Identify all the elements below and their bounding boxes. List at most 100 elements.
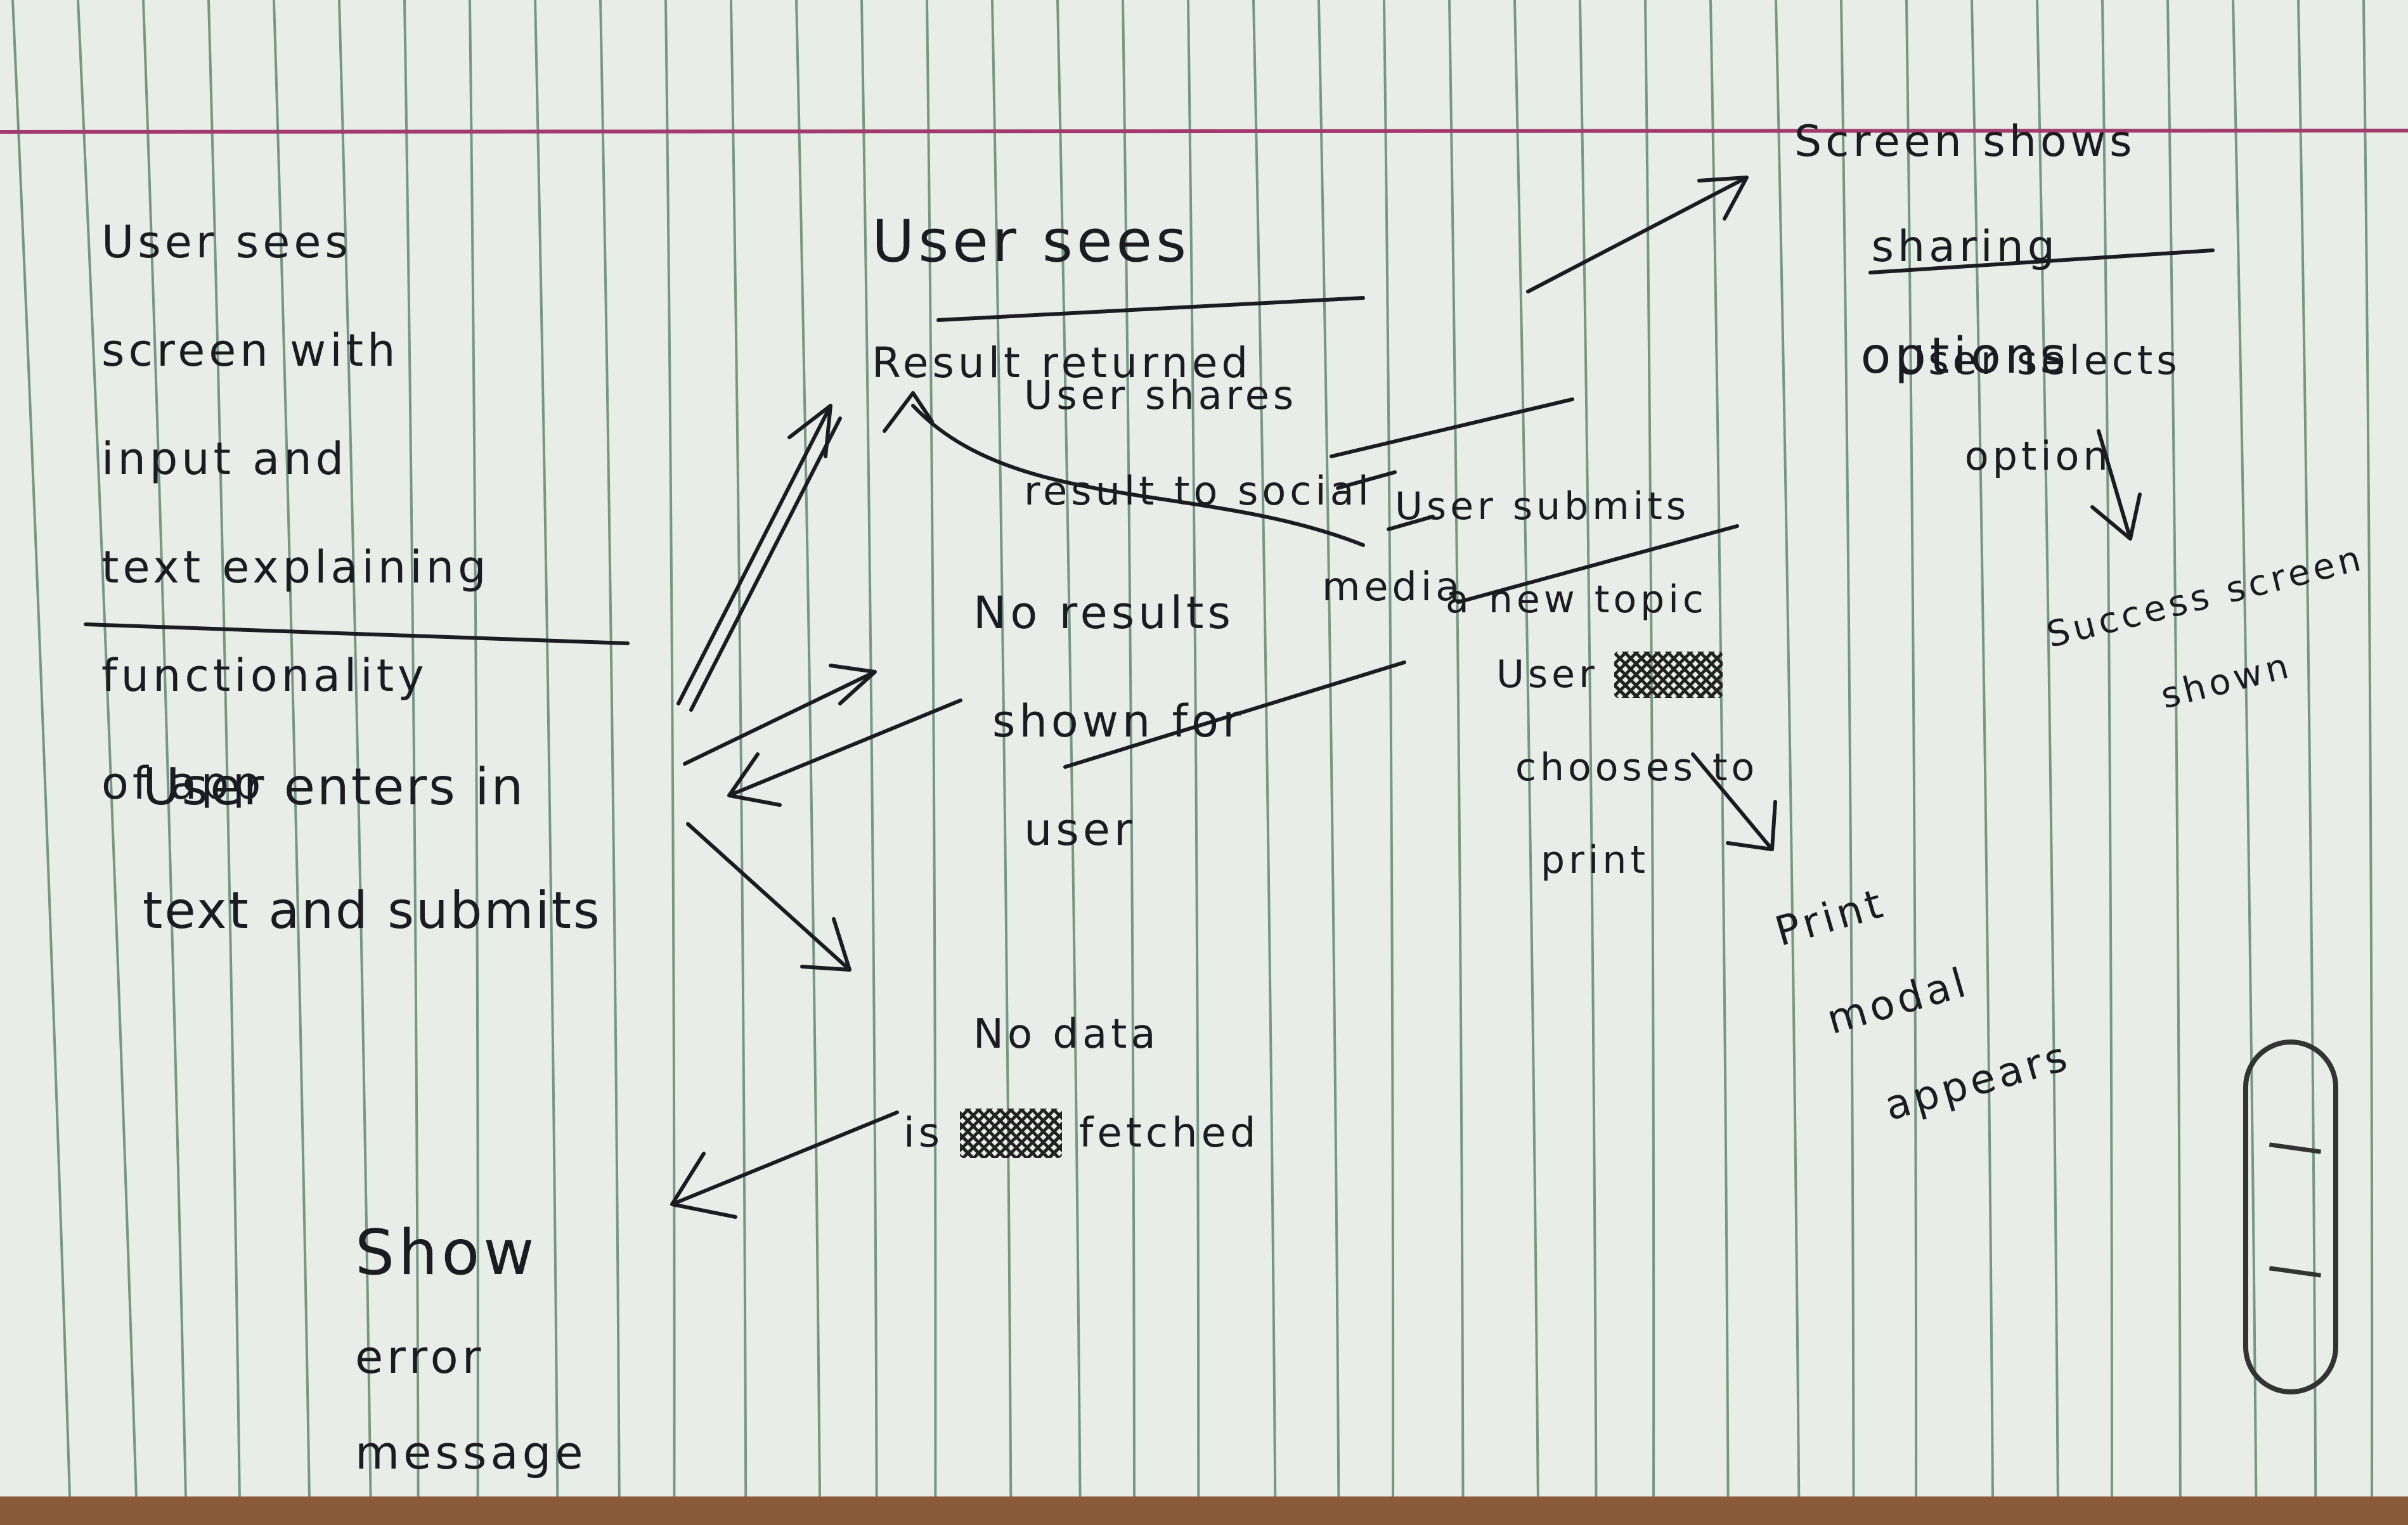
note-line: chooses to: [1515, 745, 1759, 790]
paper-rule: [2297, 0, 2317, 1496]
arrow-back-from-no-results: [727, 698, 962, 807]
note-line: option: [1964, 432, 2112, 479]
note-line: a new topic: [1446, 577, 1707, 622]
arrow-to-error: [670, 1110, 899, 1219]
arrow-to-no-results: [683, 664, 877, 766]
paper-rule: [1513, 0, 1539, 1496]
paper-rule: [2101, 0, 2113, 1496]
note-line: media: [1322, 563, 1464, 610]
paper-rule: [664, 0, 676, 1496]
note-line: of app: [101, 757, 265, 810]
note-sharing-options: Screen shows sharing options: [1794, 63, 2136, 439]
paper-rule: [730, 0, 748, 1496]
dash-4: [1456, 524, 1739, 604]
divider-result: [936, 296, 1365, 322]
note-line: User sees: [872, 207, 1191, 276]
arrow-to-success: [2090, 429, 2142, 541]
paper-rule: [1383, 0, 1395, 1496]
dash-2: [1336, 470, 1397, 490]
note-line: Result returned: [872, 338, 1252, 387]
paper-rules: [11, 0, 2374, 1496]
note-line: sharing: [1871, 221, 2059, 272]
paper-rule: [2166, 0, 2182, 1496]
paper-rule: [1971, 0, 1995, 1496]
note-word: fetched: [1078, 1110, 1260, 1157]
margin-line: [0, 129, 2408, 134]
note-line: input and: [101, 432, 348, 485]
note-word: is: [903, 1110, 944, 1157]
divider-sharing: [1868, 248, 2215, 274]
paper-rule: [2362, 0, 2374, 1496]
arrows-layer: [84, 176, 2215, 1219]
note-start-screen: User sees screen with input and text exp…: [101, 162, 490, 865]
arrow-to-result-2: [689, 416, 842, 712]
divider-start: [84, 622, 630, 645]
paper-rule: [534, 0, 559, 1496]
note-no-results: No results shown for user: [973, 532, 1245, 911]
paper-rule: [77, 0, 138, 1496]
note-line: print: [1541, 837, 1649, 882]
note-line: options: [1860, 327, 2069, 385]
note-user-enters-text: User enters in text and submits: [143, 694, 602, 1003]
note-line: functionality: [101, 649, 428, 702]
paper-rule: [273, 0, 311, 1496]
paper-rule: [469, 0, 479, 1496]
arrow-to-no-data: [686, 822, 851, 972]
paper-rule: [1579, 0, 1598, 1496]
paper-rule: [1709, 0, 1730, 1496]
paper-rule: [2036, 0, 2059, 1496]
note-line: Screen shows: [1794, 116, 2136, 167]
paper-rule: [1775, 0, 1801, 1496]
paper-rule: [1187, 0, 1200, 1496]
paper-rule: [599, 0, 621, 1496]
paper-rule: [338, 0, 372, 1496]
paper-rule: [11, 0, 71, 1496]
note-line: Show: [355, 1216, 538, 1289]
note-line: User enters in: [143, 757, 526, 816]
paper-rule: [1905, 0, 1918, 1496]
note-line: User print: [1496, 652, 1758, 698]
note-line: appears: [1879, 1033, 2076, 1131]
paper-rule: [1840, 0, 1855, 1496]
note-line: User selects: [1896, 337, 2181, 383]
note-line: shown for: [992, 695, 1245, 748]
arrow-share-curve: [883, 391, 1365, 547]
note-show-error: Show error message: [355, 1173, 587, 1525]
dash-3: [1387, 515, 1435, 531]
arrow-to-sharing: [1526, 176, 1749, 293]
note-user-submits-new-topic: User submits a new topic: [1395, 437, 1707, 669]
paper-rule: [795, 0, 821, 1496]
note-user-shares: User shares result to social media: [1024, 323, 1463, 659]
note-line: No data: [973, 1011, 1160, 1058]
paper-rule: [860, 0, 878, 1496]
note-result-returned: User sees Result returned: [872, 146, 1252, 449]
note-line: modal: [1822, 958, 1975, 1045]
paper-rule: [1317, 0, 1340, 1496]
scrollbar-tick: [2269, 1266, 2322, 1278]
note-line: screen with: [101, 325, 399, 377]
paper-rule: [991, 0, 1013, 1496]
arrow-to-print-modal: [1691, 752, 1777, 851]
note-line: error: [355, 1330, 485, 1384]
dash-1: [1330, 397, 1574, 458]
note-word: User: [1496, 652, 1598, 697]
note-line: is able fetched: [903, 1109, 1260, 1159]
paper-rule: [1056, 0, 1082, 1496]
note-user-selects-option: User selects option: [1896, 288, 2181, 528]
note-line: Print: [1770, 880, 1891, 956]
paper-rule: [1448, 0, 1465, 1496]
note-line: user: [1024, 803, 1136, 856]
note-line: result to social: [1024, 467, 1373, 514]
note-line: User sees: [101, 216, 352, 269]
note-line: No results: [973, 587, 1234, 640]
paper-rule: [926, 0, 937, 1496]
note-no-data-fetched: No data is able fetched: [903, 960, 1260, 1207]
crossed-out-word: able: [960, 1109, 1063, 1159]
divider-no-results: [1063, 660, 1406, 769]
note-line: message: [355, 1426, 587, 1480]
note-user-chooses-print: User print chooses to print: [1496, 605, 1758, 930]
scrollbar-tick: [2269, 1142, 2322, 1154]
